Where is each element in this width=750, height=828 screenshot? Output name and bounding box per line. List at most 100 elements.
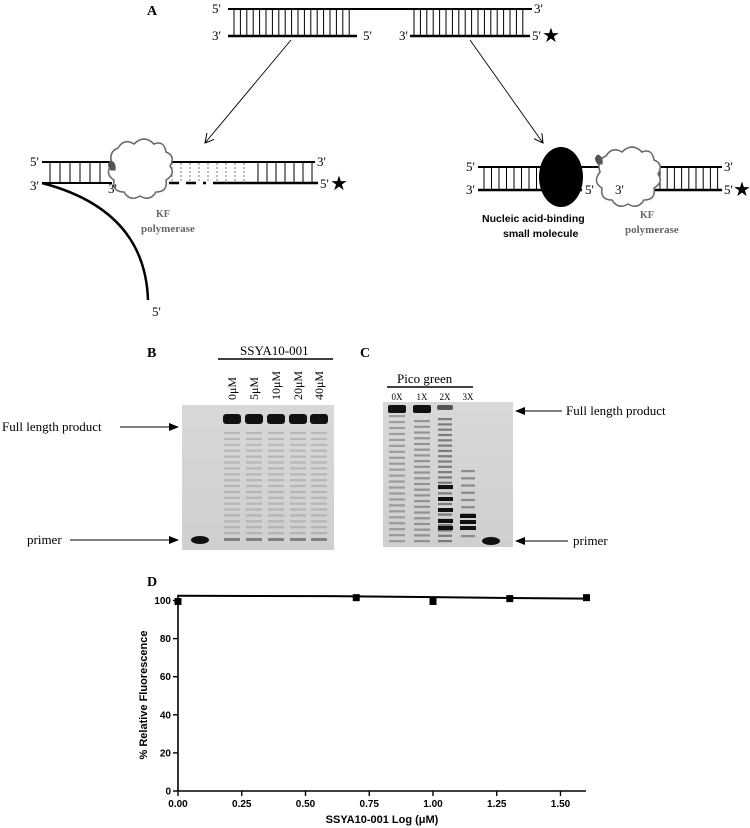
gel-b-lane-label: 0μM [225,377,239,400]
gel-band [438,485,453,489]
gel-band [268,461,284,464]
gel-band [311,532,327,535]
gel-band [438,519,453,523]
gel-band [389,516,405,519]
gel-band [389,492,405,495]
gel-band [268,432,284,435]
gel-band [414,448,430,451]
gel-band [224,467,240,470]
gel-band [268,508,284,511]
gel-band [290,526,306,529]
top-3prime-right: 3' [534,1,543,16]
gel-band [290,538,306,541]
gel-b-full-band [267,414,285,424]
gel-b-title: SSYA10-001 [240,343,309,358]
gel-band [389,474,405,477]
gel-band [268,532,284,535]
gel-band [290,461,306,464]
gel-band [246,443,262,446]
right-kf-label: KF [640,210,654,221]
gel-band [268,502,284,505]
chart-point [174,597,182,605]
gel-c-lane-label: 0X [392,392,404,402]
gel-band [224,484,240,488]
chart-x-tick-label: 0.50 [296,799,316,810]
gel-band [389,540,405,543]
gel-band [414,540,430,543]
gel-band [460,514,476,518]
gel-band [389,426,405,430]
gel-band [414,488,430,491]
gel-band [268,520,284,523]
left-3prime-top: 3' [317,154,326,169]
gel-band [246,484,262,488]
gel-b-primer-band [191,536,209,544]
kf-polymerase-left [107,138,174,200]
gel-band [224,502,240,505]
gel-band [389,456,405,459]
chart-y-tick-label: 40 [160,710,172,721]
left-3prime-bottom: 3' [30,178,39,193]
gel-b-lane-label: 40μM [312,371,326,400]
gel-band [438,492,452,495]
gel-band [224,538,240,541]
gel-band [224,514,240,517]
left-5prime-top: 5' [30,154,39,169]
gel-band [268,455,284,458]
top-3prime-left: 3' [212,28,221,43]
gel-band [389,522,405,525]
gel-band [389,534,405,537]
gel-band [290,508,306,511]
gel-band [461,477,475,480]
gel-band [224,432,240,435]
gel-band [389,462,405,465]
gel-band [389,498,405,501]
chart-point [583,594,591,602]
panel-label-a: A [147,4,158,19]
gel-band [414,482,430,486]
panel-a-top-duplex: 5' 3' 3' 5' 3' 5' ★ [212,1,560,47]
gel-band [389,510,405,513]
gel-band [414,534,430,537]
gel-band [414,477,430,480]
gel-c-title: Pico green [397,371,453,386]
gel-band [290,437,306,441]
gel-c-lane-label: 1X [417,392,429,402]
gel-band [246,437,262,441]
gel-band [311,526,327,529]
gel-band [389,468,405,471]
gel-band [461,498,475,502]
gel-band [438,460,452,463]
gel-band [438,423,452,426]
gel-band [311,467,327,470]
panel-label-b: B [147,346,156,361]
gel-band [224,520,240,523]
gel-b-full-length-label: Full length product [2,419,102,434]
gel-band [311,437,327,441]
top-3prime-mid: 3' [399,28,408,43]
gel-band [246,432,262,435]
chart-point [352,594,360,602]
molecule-label-line2: small molecule [503,228,578,240]
gel-band [290,467,306,470]
panel-a-left-diagram: 5' 3' 3' 3' 5' ★ 5' KF polymerase [30,138,348,319]
chart-x-axis-label: SSYA10-001 Log (μM) [326,814,439,826]
gel-band [461,506,475,509]
gel-band [268,443,284,446]
gel-band [311,514,327,517]
gel-band [224,443,240,446]
gel-band [224,473,240,476]
gel-b-full-band [245,414,263,424]
arrow-left [205,39,292,143]
gel-band [246,508,262,511]
fluor-star-icon: ★ [542,23,560,47]
gel-band [224,490,240,494]
gel-band [311,461,327,464]
gel-band [414,528,430,531]
gel-band [461,484,475,487]
gel-band [461,535,475,538]
gel-band [438,481,452,484]
gel-c-lane-label: 2X [440,392,452,402]
gel-c-full-band [437,405,453,410]
